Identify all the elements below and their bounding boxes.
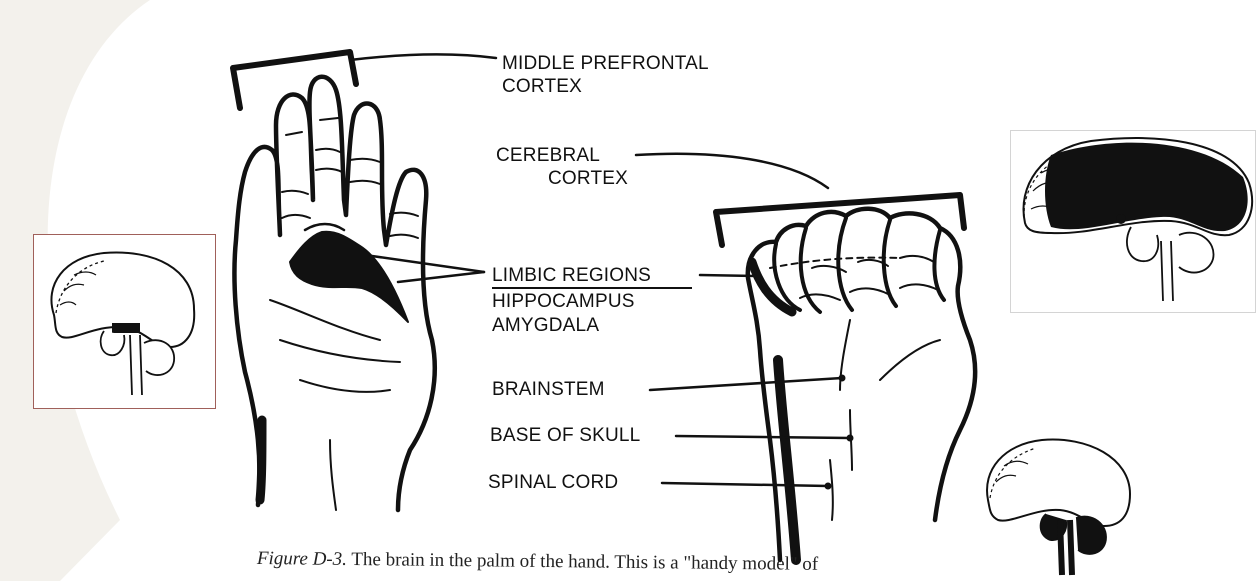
figure-number: Figure D-3. — [257, 548, 347, 570]
brain-inset-brainstem — [980, 430, 1140, 580]
label-line: CORTEX — [496, 167, 628, 190]
brain-inset-limbic — [33, 234, 216, 409]
label-cerebral-cortex: CEREBRAL CORTEX — [496, 144, 628, 190]
label-line: CORTEX — [502, 75, 709, 98]
label-brainstem: BRAINSTEM — [492, 378, 605, 401]
limbic-leader-fist — [700, 275, 756, 276]
label-spinal-cord: SPINAL CORD — [488, 471, 618, 494]
label-amygdala: AMYGDALA — [492, 314, 599, 337]
label-base-of-skull: BASE OF SKULL — [490, 424, 640, 447]
brain-cortex-drawing — [1011, 131, 1255, 312]
label-line: MIDDLE PREFRONTAL — [502, 52, 709, 75]
label-line: CEREBRAL — [496, 144, 628, 167]
brainstem-leader — [650, 378, 842, 390]
fist-wrist-shadow — [778, 360, 796, 560]
brain-inset-cortex — [1010, 130, 1256, 313]
prefrontal-leader — [350, 54, 496, 60]
limbic-thumb-shape — [290, 232, 408, 322]
open-hand-illustration — [233, 52, 496, 510]
fist-illustration — [636, 154, 975, 560]
label-hippocampus: HIPPOCAMPUS — [492, 290, 635, 313]
spinal-cord-leader — [662, 483, 828, 486]
label-middle-prefrontal-cortex: MIDDLE PREFRONTAL CORTEX — [502, 52, 709, 98]
open-hand-wrist-shadow — [260, 420, 262, 500]
limbic-leader-upper — [372, 256, 484, 272]
fist-thumb-shadow — [752, 262, 792, 312]
base-skull-leader — [676, 436, 850, 438]
cerebral-leader — [636, 154, 828, 188]
brain-limbic-drawing — [34, 235, 214, 407]
limbic-leader-lower — [398, 272, 484, 282]
label-limbic-regions: LIMBIC REGIONS — [492, 264, 651, 287]
figure-caption-text: The brain in the palm of the hand. This … — [347, 549, 818, 575]
